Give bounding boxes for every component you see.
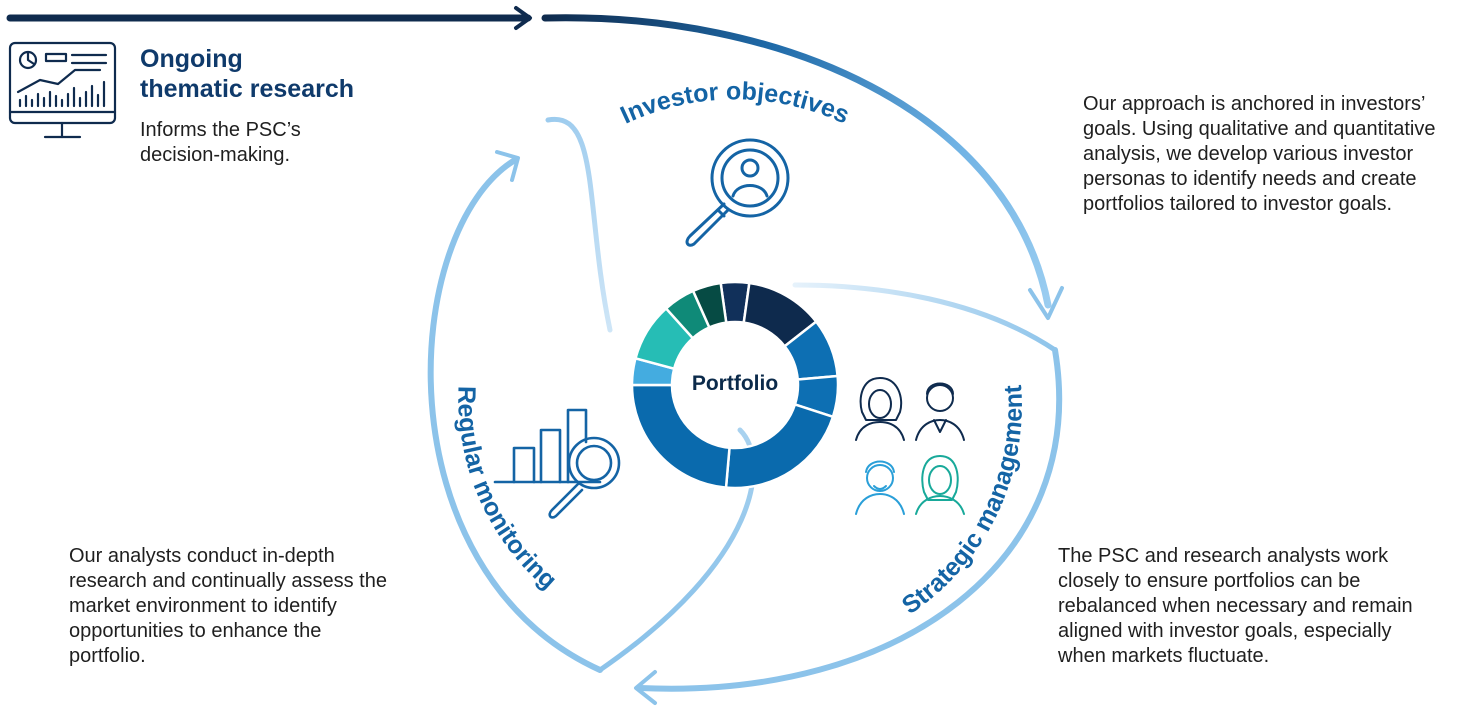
monitoring-description: Our analysts conduct in-depth research a… xyxy=(69,544,387,669)
donut-segment xyxy=(630,383,731,489)
research-title-line2: thematic research xyxy=(140,75,355,103)
objectives-line: portfolios tailored to investor goals. xyxy=(1083,193,1393,215)
regular-monitoring-label: Regular monitoring xyxy=(452,386,562,595)
management-description: The PSC and research analysts work close… xyxy=(1058,544,1413,669)
monitoring-line: market environment to identify xyxy=(69,595,337,617)
strategic-management-label: Strategic management xyxy=(897,383,1028,619)
people-icon xyxy=(855,377,965,515)
management-line: rebalanced when necessary and remain xyxy=(1058,595,1413,617)
monitoring-line: research and continually assess the xyxy=(69,570,387,592)
management-line: aligned with investor goals, especially xyxy=(1058,620,1392,642)
objectives-line: goals. Using qualitative and quantitativ… xyxy=(1083,118,1436,140)
management-line: closely to ensure portfolios can be xyxy=(1058,570,1361,592)
objectives-line: analysis, we develop various investor xyxy=(1083,143,1414,165)
research-title-line1: Ongoing xyxy=(140,45,243,73)
management-line: The PSC and research analysts work xyxy=(1058,545,1389,567)
objectives-line: Our approach is anchored in investors’ xyxy=(1083,93,1426,115)
research-desc-line2: decision-making. xyxy=(140,144,291,166)
monitoring-line: opportunities to enhance the xyxy=(69,620,322,642)
magnifier-person-icon xyxy=(685,138,790,247)
objectives-line: personas to identify needs and create xyxy=(1083,168,1417,190)
monitor-chart-icon xyxy=(8,41,117,139)
monitoring-line: Our analysts conduct in-depth xyxy=(69,545,335,567)
donut-segment xyxy=(691,281,728,330)
cycle-arrow-top xyxy=(541,14,1064,320)
research-desc-line1: Informs the PSC’s xyxy=(140,119,301,141)
research-title: Ongoing thematic research xyxy=(140,44,440,104)
portfolio-donut xyxy=(630,280,840,490)
objectives-description: Our approach is anchored in investors’ g… xyxy=(1083,92,1435,217)
management-line: when markets fluctuate. xyxy=(1058,645,1270,667)
monitoring-line: portfolio. xyxy=(69,645,146,667)
bar-chart-magnifier-icon xyxy=(493,408,621,519)
donut-segment xyxy=(724,402,835,490)
portfolio-label: Portfolio xyxy=(692,372,778,395)
research-description: Informs the PSC’s decision-making. xyxy=(140,118,301,168)
investor-objectives-label: Investor objectives xyxy=(616,77,853,129)
timeline-arrow xyxy=(6,6,532,30)
